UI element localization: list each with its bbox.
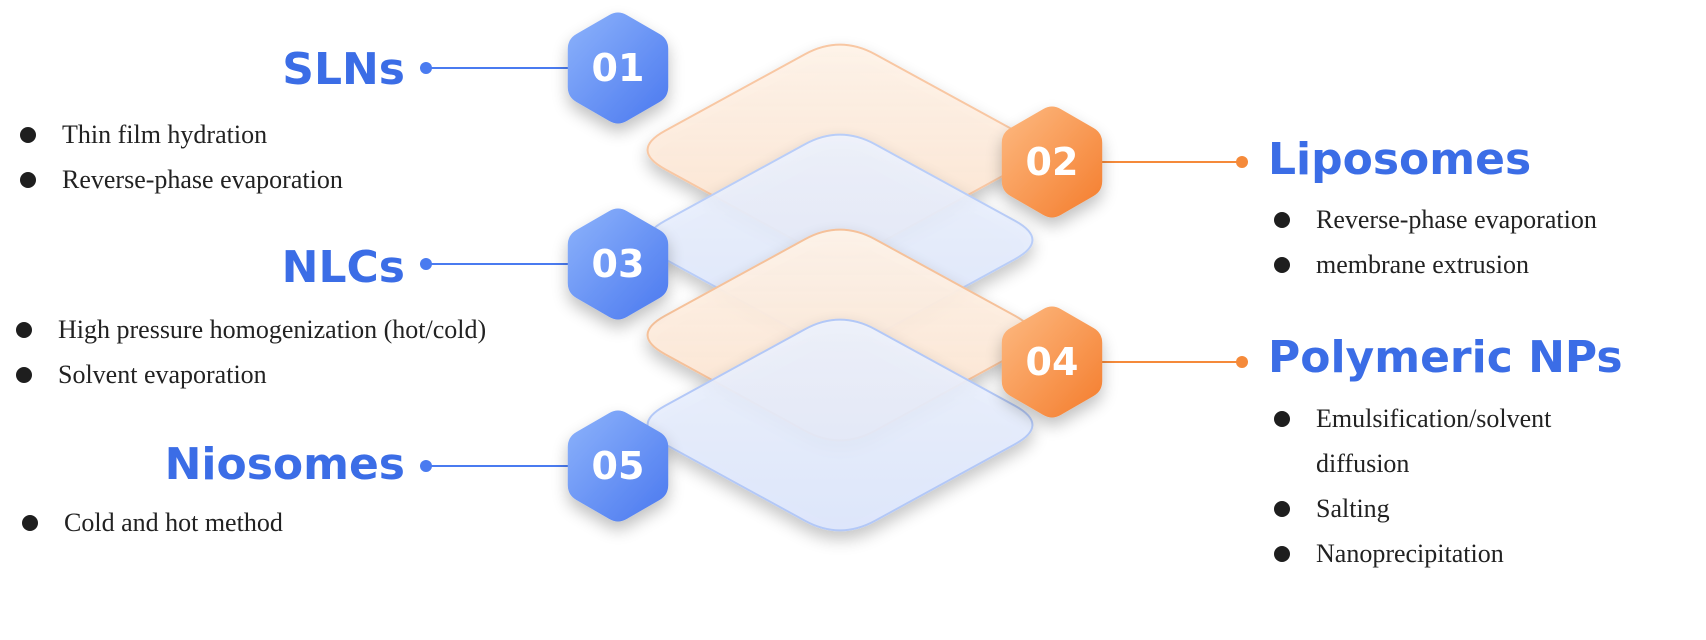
item-title: Liposomes [1268,134,1532,185]
method-list-item: Nanoprecipitation [1274,531,1551,576]
step-number: 04 [1025,340,1079,384]
hexagon-badge-05 [567,410,669,522]
connector-dot-01 [420,62,432,74]
method-list-item: Salting [1274,486,1551,531]
hexagon-badge-03 [567,208,669,320]
hexagon-badge-01 [567,12,669,124]
item-title: Polymeric NPs [1268,332,1623,383]
step-number: 05 [591,444,645,488]
step-number: 01 [591,46,645,90]
method-list-item: Cold and hot method [22,500,283,545]
method-list-item: Reverse-phase evaporation [1274,197,1597,242]
method-list-item: Solvent evaporation [16,352,486,397]
connector-dot-03 [420,258,432,270]
method-list-item: Reverse-phase evaporation [20,157,343,202]
method-list-item: Thin film hydration [20,112,343,157]
connector-dot-02 [1236,156,1248,168]
method-list: High pressure homogenization (hot/cold)S… [16,307,486,397]
connector-dot-04 [1236,356,1248,368]
hexagon-badge-04 [1001,306,1103,418]
method-list-item: diffusion [1316,449,1410,478]
hexagon-badge-02 [1001,106,1103,218]
method-list-item: Emulsification/solvent [1274,396,1551,441]
method-list-item: High pressure homogenization (hot/cold) [16,307,486,352]
step-number: 03 [591,242,645,286]
method-list: Cold and hot method [22,500,283,545]
item-title: SLNs [282,44,405,95]
item-title: Niosomes [164,439,405,490]
step-number: 02 [1025,140,1079,184]
item-title: NLCs [281,242,405,293]
connector-dot-05 [420,460,432,472]
method-list-item: membrane extrusion [1274,242,1597,287]
